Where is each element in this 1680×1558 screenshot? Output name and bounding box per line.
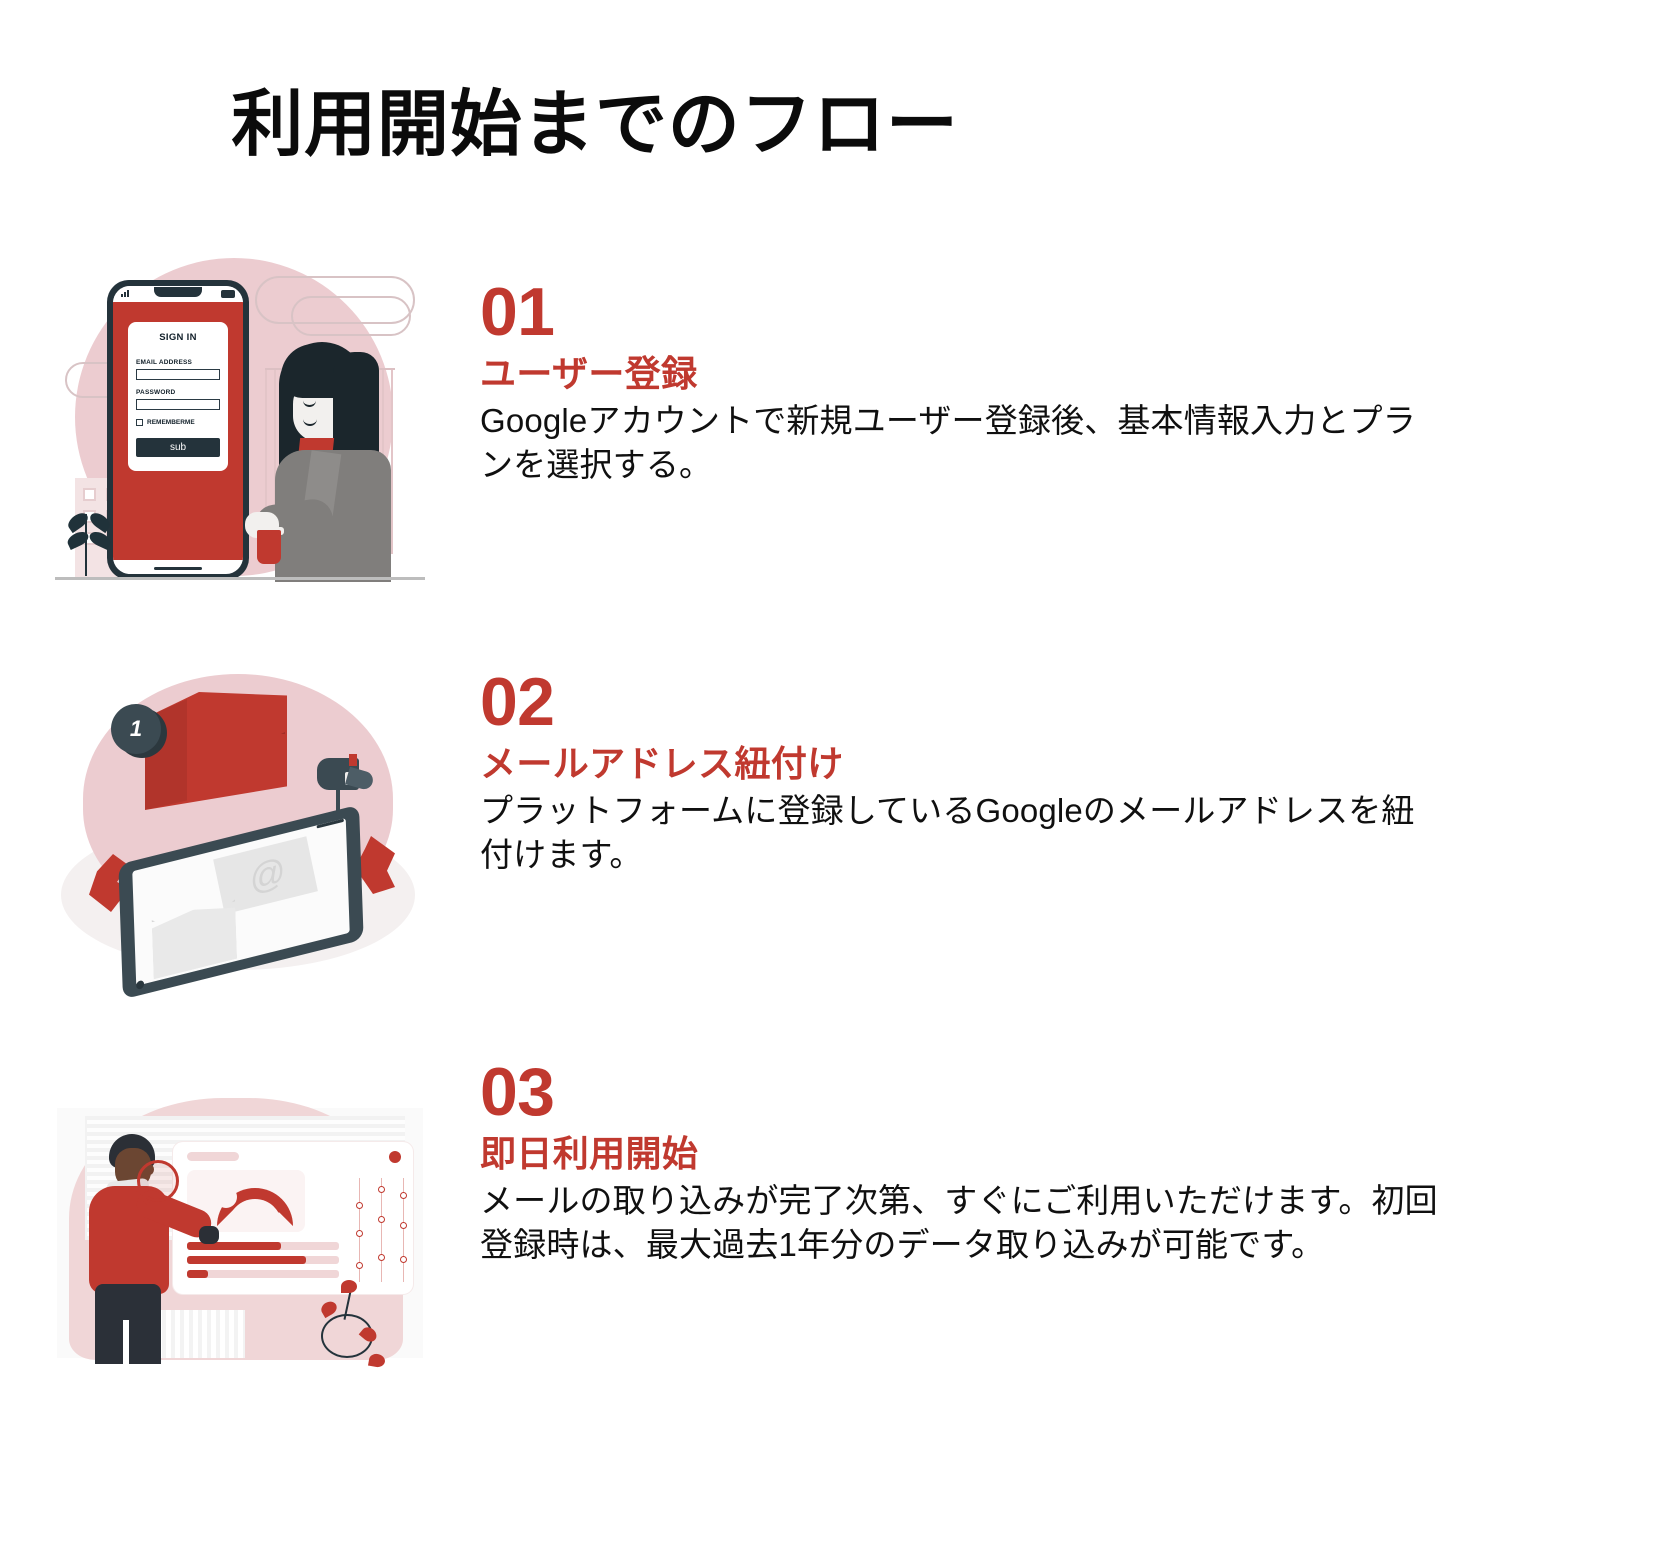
email-input[interactable] (136, 369, 220, 380)
password-field-label: PASSWORD (136, 389, 176, 396)
checkbox-icon[interactable] (136, 419, 143, 426)
smartphone-graphic: SIGN IN EMAIL ADDRESS PASSWORD REMEMBERM… (107, 280, 249, 580)
analytics-dashboard-illustration (55, 1030, 425, 1369)
slider-track[interactable] (378, 1178, 385, 1282)
steps-list: SIGN IN EMAIL ADDRESS PASSWORD REMEMBERM… (0, 250, 1680, 1369)
email-field-label: EMAIL ADDRESS (136, 359, 193, 366)
step-number: 03 (480, 1054, 555, 1130)
step-item-03: 03 即日利用開始 メールの取り込みが完了次第、すぐにご利用いただけます。初回登… (0, 1030, 1680, 1369)
password-input[interactable] (136, 399, 220, 410)
person-illustration (245, 342, 401, 582)
remember-me-label: REMEMBERME (147, 419, 195, 426)
progress-bar (187, 1242, 339, 1250)
step-02-text: 02 メールアドレス紐付け プラットフォームに登録しているGoogleのメールア… (480, 640, 1470, 876)
notification-badge: 1 (111, 704, 161, 754)
cloud-icon (255, 276, 415, 324)
signin-screen: SIGN IN EMAIL ADDRESS PASSWORD REMEMBERM… (113, 302, 243, 560)
phone-screen-area: SIGN IN EMAIL ADDRESS PASSWORD REMEMBERM… (113, 286, 243, 574)
step-03-art-column (0, 1030, 480, 1369)
signin-phone-illustration: SIGN IN EMAIL ADDRESS PASSWORD REMEMBERM… (55, 250, 425, 582)
step-number: 01 (480, 274, 555, 350)
step-02-art-column: 1 @ (0, 640, 480, 1000)
step-heading: メールアドレス紐付け (480, 743, 844, 784)
step-heading: ユーザー登録 (480, 353, 698, 394)
magnifier-icon (137, 1160, 179, 1202)
submit-button[interactable]: sub (136, 438, 220, 457)
slider-track[interactable] (356, 1178, 363, 1282)
step-03-text: 03 即日利用開始 メールの取り込みが完了次第、すぐにご利用いただけます。初回登… (480, 1030, 1470, 1266)
phone-notch (154, 287, 202, 297)
status-dot (389, 1151, 401, 1163)
at-symbol-icon: @ (249, 848, 287, 900)
plant-illustration (317, 1280, 413, 1369)
envelope-mail-illustration: 1 @ (55, 640, 425, 1000)
progress-bar (187, 1270, 339, 1278)
progress-bar (187, 1256, 339, 1264)
dashboard-panel (173, 1142, 413, 1294)
home-indicator (154, 567, 202, 570)
person-illustration (83, 1134, 219, 1366)
slider-track[interactable] (400, 1178, 407, 1282)
step-number: 02 (480, 664, 555, 740)
phone-status-bar (113, 286, 243, 302)
signal-icon (121, 290, 129, 297)
signin-title: SIGN IN (159, 332, 197, 343)
remember-me-row[interactable]: REMEMBERME (136, 419, 220, 426)
step-heading: 即日利用開始 (480, 1133, 699, 1174)
signin-card: SIGN IN EMAIL ADDRESS PASSWORD REMEMBERM… (128, 322, 228, 471)
step-item-01: SIGN IN EMAIL ADDRESS PASSWORD REMEMBERM… (0, 250, 1680, 940)
page-title: 利用開始までのフロー (231, 85, 959, 165)
step-body: Googleアカウントで新規ユーザー登録後、基本情報入力とプランを選択する。 (480, 402, 1416, 483)
step-body: メールの取り込みが完了次第、すぐにご利用いただけます。初回登録時は、最大過去1年… (480, 1182, 1438, 1263)
coffee-cup-icon (257, 530, 281, 564)
step-body: プラットフォームに登録しているGoogleのメールアドレスを紐付けます。 (480, 792, 1415, 873)
ground-line (55, 577, 425, 580)
step-01-text: 01 ユーザー登録 Googleアカウントで新規ユーザー登録後、基本情報入力とプ… (480, 250, 1470, 486)
step-item-02: 1 @ (0, 640, 1680, 1000)
battery-icon (221, 290, 235, 298)
cloud-icon (291, 296, 411, 336)
envelope-icon (145, 692, 287, 810)
step-01-art-column: SIGN IN EMAIL ADDRESS PASSWORD REMEMBERM… (0, 250, 480, 940)
